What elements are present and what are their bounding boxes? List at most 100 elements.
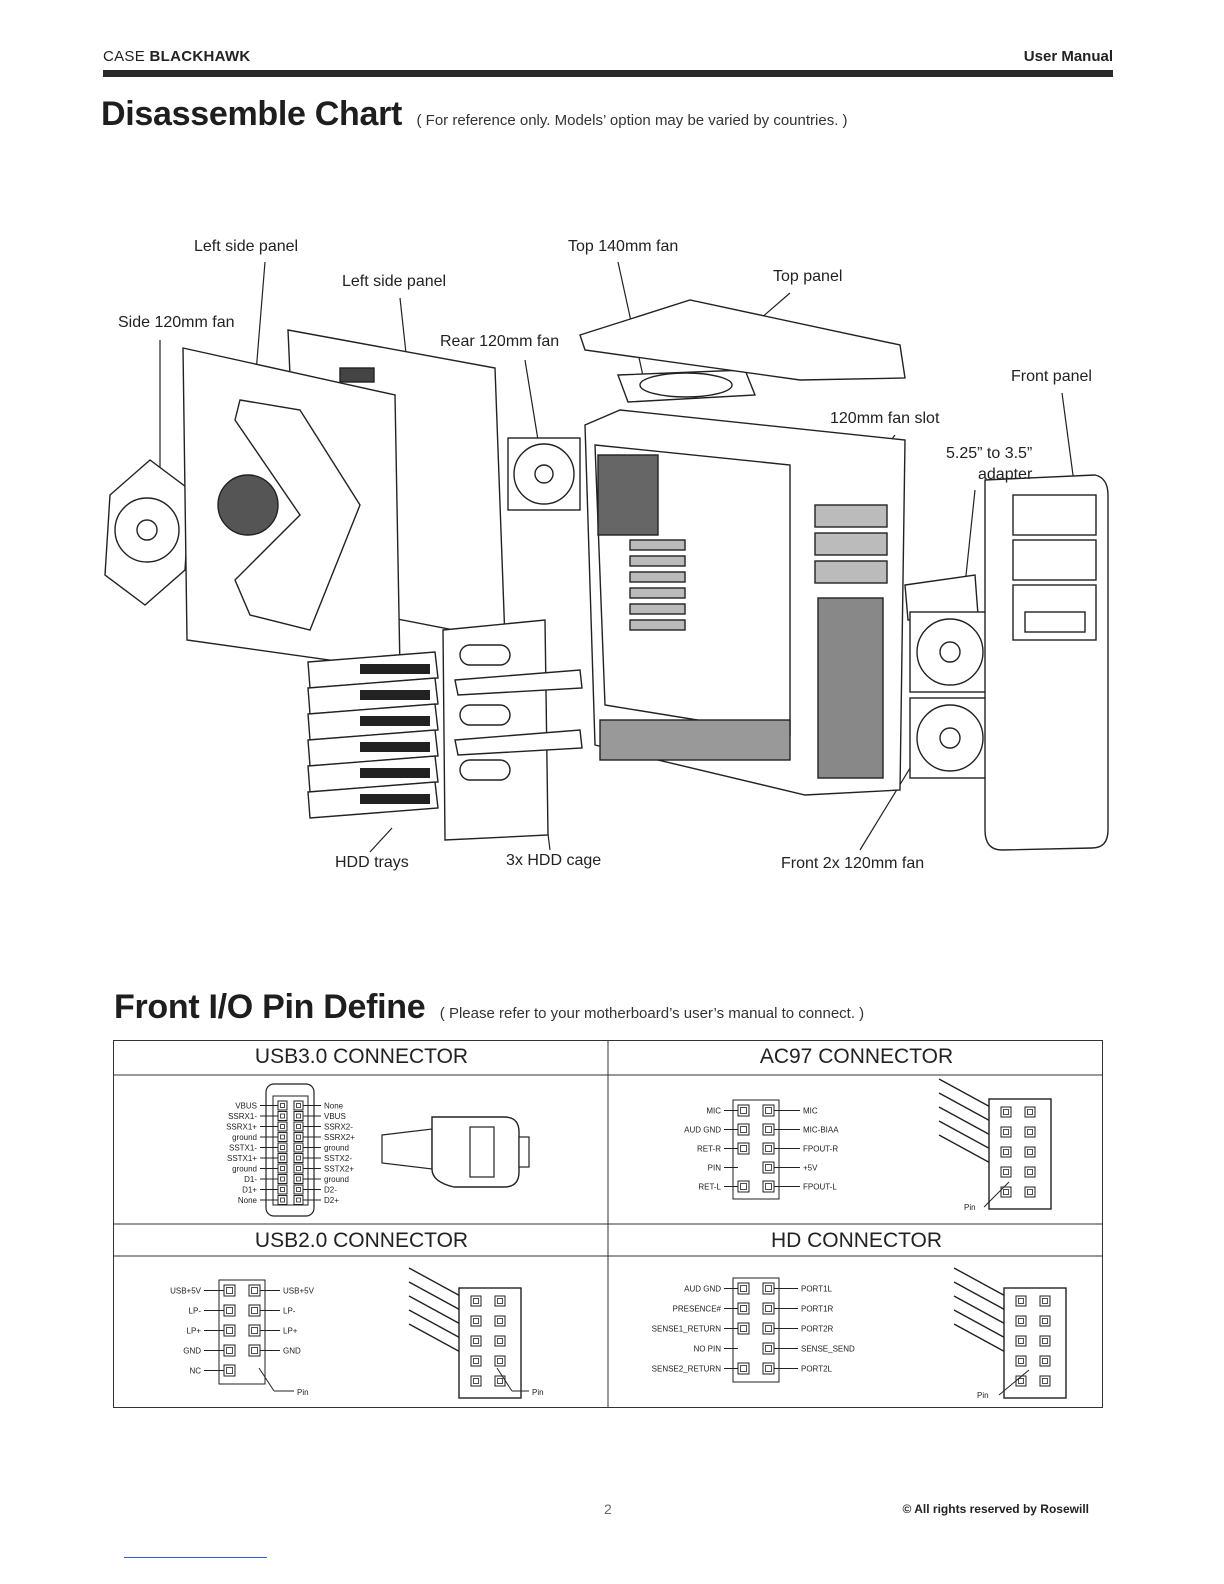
hd-pin-label: PORT2L bbox=[801, 1365, 833, 1374]
hd-pin-label: SENSE2_RETURN bbox=[652, 1365, 722, 1374]
hd-pin-left bbox=[737, 1362, 750, 1375]
usb3-plug bbox=[431, 1116, 520, 1188]
label-top-fan: Top 140mm fan bbox=[568, 238, 679, 255]
brand-name: BLACKHAWK bbox=[149, 48, 251, 65]
header-brand: CASE BLACKHAWK bbox=[103, 48, 251, 65]
ac97-pin-label: MIC-BIAA bbox=[803, 1126, 839, 1135]
hd-pin-label: NO PIN bbox=[693, 1345, 721, 1354]
label-top-panel: Top panel bbox=[773, 268, 843, 285]
hd-plug-body bbox=[1003, 1287, 1067, 1399]
usb3-pin-right bbox=[293, 1163, 304, 1174]
ac97-plug-pin bbox=[1024, 1166, 1036, 1178]
disassemble-note: ( For reference only. Models’ option may… bbox=[416, 112, 848, 129]
usb2-wire bbox=[408, 1281, 465, 1313]
ac97-pin-right bbox=[762, 1104, 775, 1117]
usb3-pin-left bbox=[277, 1121, 288, 1132]
usb2-pin-right bbox=[248, 1344, 261, 1357]
ac97-pin-label: +5V bbox=[803, 1164, 818, 1173]
usb2-pin-left bbox=[223, 1304, 236, 1317]
hdd-trays bbox=[307, 651, 439, 819]
usb3-pin-right bbox=[293, 1195, 304, 1205]
hd-pin-label: PRESENCE# bbox=[673, 1305, 722, 1314]
usb3-pin-left bbox=[277, 1184, 288, 1195]
ac97-pin-right bbox=[762, 1142, 775, 1155]
label-left-side-panel-1: Left side panel bbox=[194, 238, 299, 255]
ac97-plug-pin bbox=[1000, 1126, 1012, 1138]
hd-wire bbox=[953, 1309, 1010, 1341]
bottom-link-rule bbox=[124, 1557, 267, 1558]
ac97-pin-right bbox=[762, 1161, 775, 1174]
hd-title: HD CONNECTOR bbox=[770, 1229, 943, 1252]
label-hdd-cage: 3x HDD cage bbox=[506, 852, 602, 869]
hd-wire bbox=[953, 1323, 1010, 1355]
usb3-pin-label: None bbox=[238, 1196, 258, 1205]
usb3-pin-label: SSTX1+ bbox=[227, 1154, 257, 1163]
usb3-header-shroud bbox=[265, 1083, 315, 1217]
usb3-pin-right bbox=[293, 1184, 304, 1195]
chassis bbox=[584, 409, 906, 796]
front-fans bbox=[909, 611, 991, 779]
label-hdd-trays: HDD trays bbox=[335, 854, 409, 871]
usb3-pin-label: ground bbox=[324, 1175, 349, 1184]
usb2-pin-label: LP+ bbox=[283, 1327, 298, 1336]
usb3-pin-right bbox=[293, 1153, 304, 1163]
usb2-pin-label: LP+ bbox=[187, 1327, 202, 1336]
usb3-pin-left bbox=[277, 1111, 288, 1121]
usb2-pin-label: GND bbox=[183, 1347, 201, 1356]
usb3-pin-right bbox=[293, 1174, 304, 1184]
exploded-case-diagram bbox=[104, 261, 1109, 853]
brand-prefix: CASE bbox=[103, 48, 146, 65]
doc-type: User Manual bbox=[1023, 48, 1113, 65]
hd-header-outline bbox=[732, 1277, 780, 1383]
ac97-pin-label: Pin bbox=[964, 1203, 976, 1212]
ac97-pin-pointer bbox=[983, 1181, 1010, 1208]
usb2-pin-left bbox=[223, 1344, 236, 1357]
pin-define-title: Front I/O Pin Define bbox=[114, 988, 426, 1026]
ac97-wire bbox=[938, 1134, 995, 1166]
ac97-plug-pin bbox=[1024, 1186, 1036, 1198]
usb3-pin-left bbox=[277, 1163, 288, 1174]
usb2-pin-left bbox=[223, 1364, 236, 1377]
usb3-pin-label: ground bbox=[232, 1133, 257, 1142]
usb3-pin-left bbox=[277, 1100, 288, 1111]
usb3-pin-right bbox=[293, 1100, 304, 1111]
hd-pin-label: PORT1L bbox=[801, 1285, 833, 1294]
pin-table-grid bbox=[113, 1040, 1103, 1408]
ac97-wire bbox=[938, 1078, 995, 1110]
hd-plug-pin bbox=[1039, 1295, 1051, 1307]
ac97-pin-label: RET-R bbox=[697, 1145, 721, 1154]
usb3-pin-left bbox=[277, 1142, 288, 1153]
usb3-pin-left bbox=[277, 1174, 288, 1184]
side-fan bbox=[104, 459, 191, 606]
usb3-pin-left bbox=[277, 1153, 288, 1163]
usb2-plug-pin bbox=[470, 1295, 482, 1307]
hd-pin-label: Pin bbox=[977, 1391, 989, 1400]
usb3-pin-label: SSRX2+ bbox=[324, 1133, 355, 1142]
hd-pin-right bbox=[762, 1342, 775, 1355]
hd-pin-pointer bbox=[998, 1369, 1030, 1396]
ac97-plug-pin bbox=[1024, 1146, 1036, 1158]
ac97-title: AC97 CONNECTOR bbox=[759, 1045, 954, 1068]
pin-define-note: ( Please refer to your motherboard’s use… bbox=[439, 1005, 865, 1022]
front-panel bbox=[984, 474, 1109, 851]
hd-wire bbox=[953, 1295, 1010, 1327]
usb3-pin-right bbox=[293, 1132, 304, 1142]
usb3-pin-label: SSTX2- bbox=[324, 1154, 352, 1163]
usb2-pin-left bbox=[223, 1284, 236, 1297]
usb3-pin-label: ground bbox=[232, 1165, 257, 1174]
left-side-panel bbox=[182, 347, 401, 671]
usb3-title: USB3.0 CONNECTOR bbox=[254, 1045, 469, 1068]
hd-plug-pin bbox=[1039, 1315, 1051, 1327]
hd-plug-pin bbox=[1039, 1375, 1051, 1387]
usb3-pin-label: VBUS bbox=[324, 1112, 346, 1121]
usb3-pin-label: SSTX2+ bbox=[324, 1165, 354, 1174]
ac97-plug-pin bbox=[1000, 1166, 1012, 1178]
hd-pin-label: AUD GND bbox=[684, 1285, 721, 1294]
usb3-pin-label: SSRX1- bbox=[228, 1112, 257, 1121]
ac97-plug-body bbox=[988, 1098, 1052, 1210]
ac97-pin-left bbox=[737, 1123, 750, 1136]
usb2-pin-left bbox=[223, 1324, 236, 1337]
usb2-plug-pin bbox=[470, 1375, 482, 1387]
copyright: © All rights reserved by Rosewill bbox=[902, 1502, 1089, 1516]
usb2-pin-label: LP- bbox=[189, 1307, 202, 1316]
